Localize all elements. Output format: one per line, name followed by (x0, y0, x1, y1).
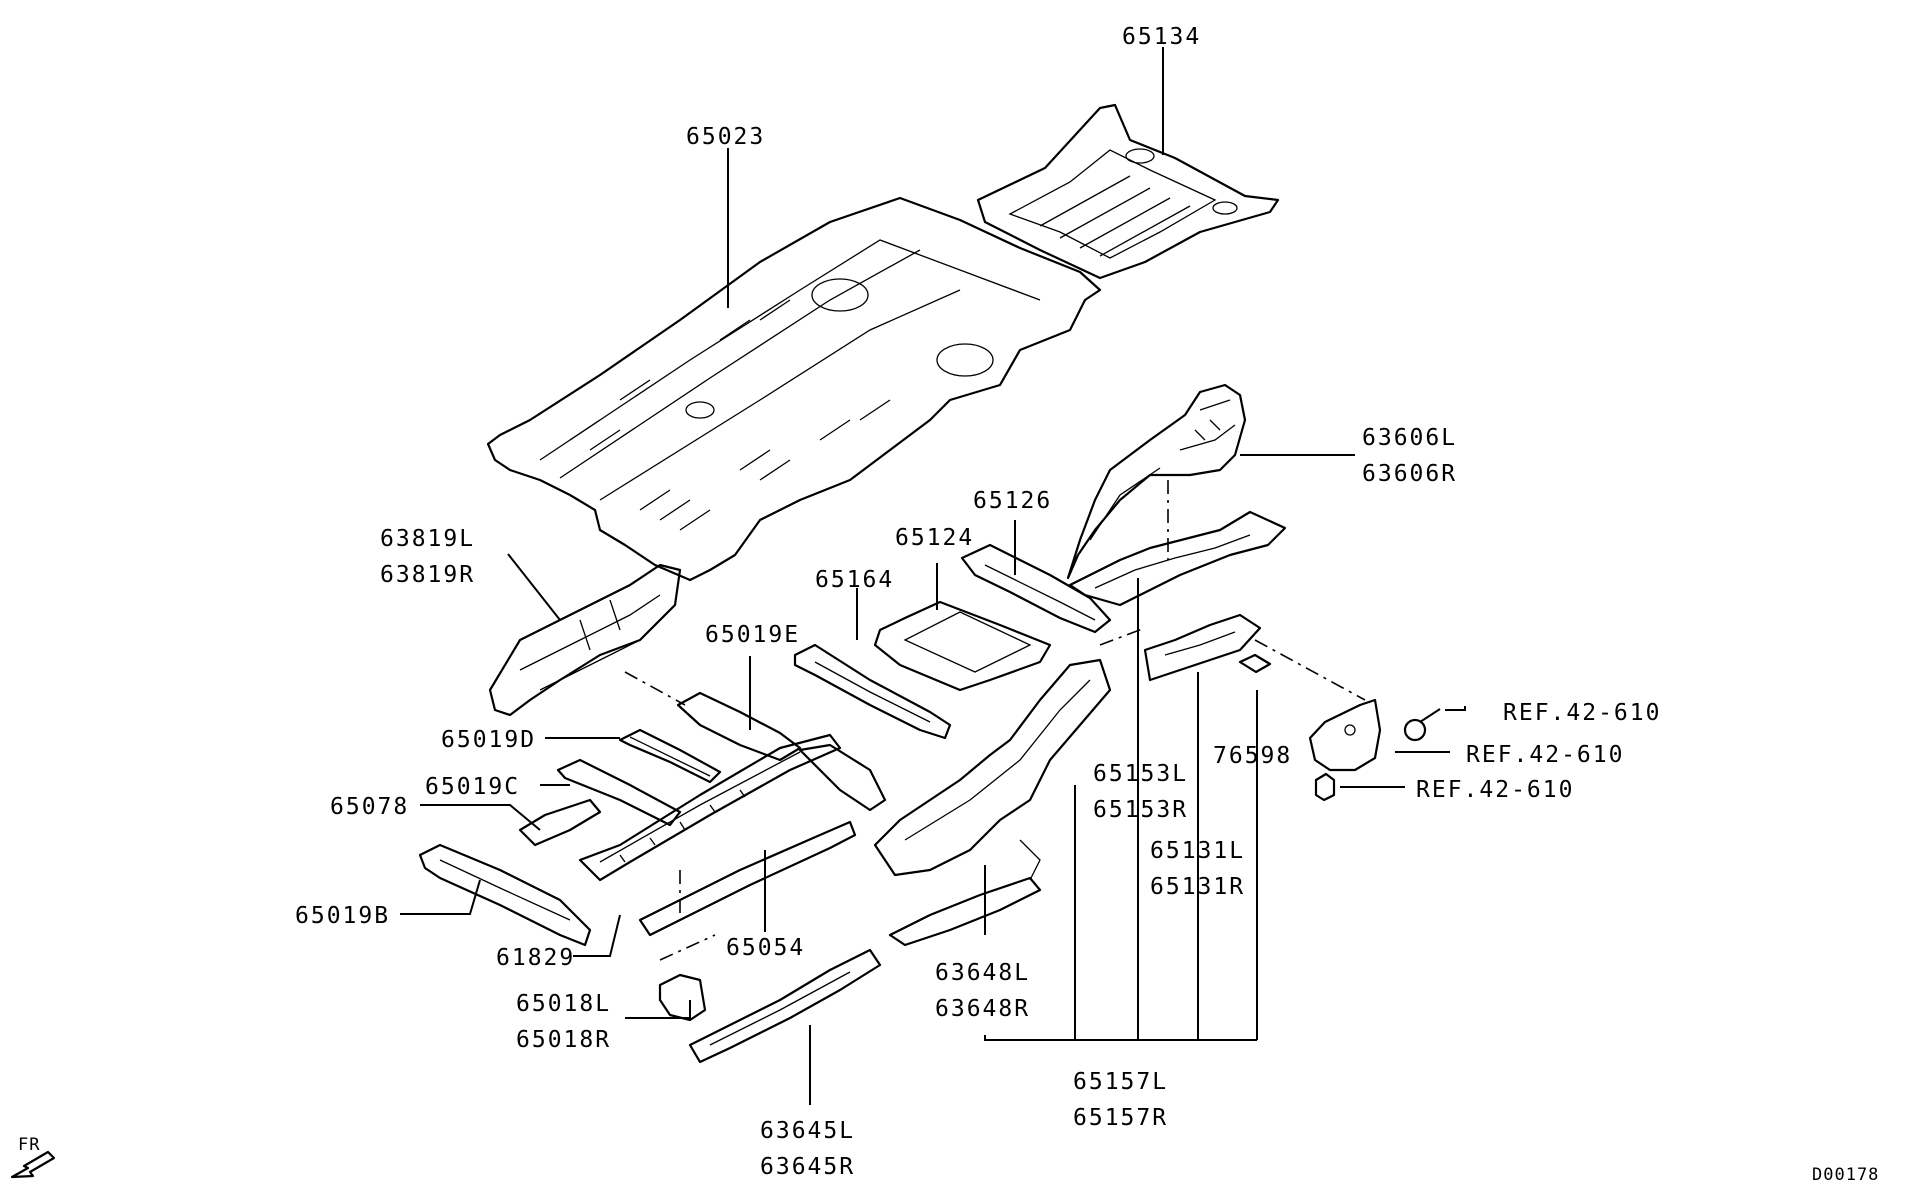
label-65131L[interactable]: 65131L (1150, 838, 1245, 864)
part-63606-wheelhouse[interactable] (1066, 383, 1247, 580)
part-65054-sill[interactable] (638, 743, 887, 937)
part-65019E[interactable] (676, 691, 802, 762)
label-65023[interactable]: 65023 (686, 124, 765, 150)
label-65134[interactable]: 65134 (1122, 24, 1201, 50)
front-indicator-label: FR (18, 1135, 40, 1155)
label-63819R[interactable]: 63819R (380, 562, 475, 588)
label-65019D[interactable]: 65019D (441, 727, 536, 753)
part-65019B[interactable] (418, 843, 592, 947)
label-65126[interactable]: 65126 (973, 488, 1052, 514)
label-65019E[interactable]: 65019E (705, 622, 800, 648)
label-65153L[interactable]: 65153L (1093, 761, 1188, 787)
label-76598[interactable]: 76598 (1213, 743, 1292, 769)
part-65134-rear-floor[interactable] (976, 103, 1280, 280)
part-61829-member[interactable] (578, 733, 842, 882)
label-65153R[interactable]: 65153R (1093, 797, 1188, 823)
front-arrow-icon (10, 1150, 56, 1179)
label-63645L[interactable]: 63645L (760, 1118, 855, 1144)
label-65157R[interactable]: 65157R (1073, 1105, 1168, 1131)
part-65078[interactable] (518, 798, 602, 847)
centerline (1254, 639, 1366, 701)
label-65078[interactable]: 65078 (330, 794, 409, 820)
centerline (659, 934, 716, 961)
part-ref-42-610-bracket[interactable] (1308, 698, 1427, 802)
centerline (624, 671, 686, 706)
part-63645-sill[interactable] (688, 948, 882, 1064)
label-ref-42-610-a[interactable]: REF.42-610 (1503, 700, 1661, 726)
label-63645R[interactable]: 63645R (760, 1154, 855, 1180)
label-63648L[interactable]: 63648L (935, 960, 1030, 986)
label-61829[interactable]: 61829 (496, 945, 575, 971)
part-65019C[interactable] (556, 758, 682, 827)
part-65126-crossmember[interactable] (960, 543, 1112, 634)
label-63606R[interactable]: 63606R (1362, 461, 1457, 487)
label-65018R[interactable]: 65018R (516, 1027, 611, 1053)
leader-lines (400, 47, 1466, 1105)
label-65131R[interactable]: 65131R (1150, 874, 1245, 900)
label-65054[interactable]: 65054 (726, 935, 805, 961)
label-ref-42-610-c[interactable]: REF.42-610 (1416, 777, 1574, 803)
label-63819L[interactable]: 63819L (380, 526, 475, 552)
label-65019C[interactable]: 65019C (425, 774, 520, 800)
label-65018L[interactable]: 65018L (516, 991, 611, 1017)
part-63648-sill-assembly[interactable] (873, 658, 1112, 947)
label-ref-42-610-b[interactable]: REF.42-610 (1466, 742, 1624, 768)
part-65023-floor-pan[interactable] (486, 196, 1102, 582)
part-76598-bracket[interactable] (1238, 653, 1272, 674)
part-65018-bracket[interactable] (658, 973, 707, 1022)
label-65124[interactable]: 65124 (895, 525, 974, 551)
part-65153-rear-side-member[interactable] (1068, 510, 1287, 607)
part-65124-crossmember[interactable] (873, 600, 1052, 692)
label-65019B[interactable]: 65019B (295, 903, 390, 929)
part-65019D[interactable] (618, 728, 722, 784)
part-65164-crossmember[interactable] (793, 643, 952, 740)
diagram-id: D00178 (1812, 1165, 1879, 1185)
label-63606L[interactable]: 63606L (1362, 425, 1457, 451)
label-65164[interactable]: 65164 (815, 567, 894, 593)
label-63648R[interactable]: 63648R (935, 996, 1030, 1022)
part-65131-rear-crossmember[interactable] (1143, 613, 1262, 682)
label-65157L[interactable]: 65157L (1073, 1069, 1168, 1095)
part-63819-front-member[interactable] (488, 563, 682, 717)
